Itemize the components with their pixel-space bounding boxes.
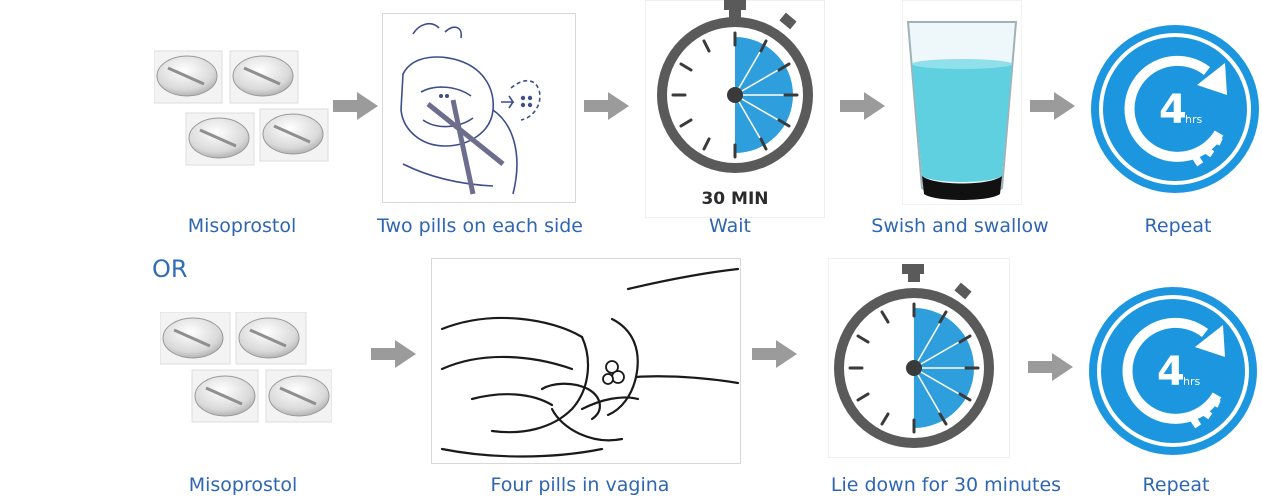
step-caption: Misoprostol <box>168 474 318 496</box>
pills-icon <box>160 312 332 424</box>
arrow-icon <box>371 339 417 369</box>
step-caption: Swish and swallow <box>860 215 1060 237</box>
stopwatch-icon: 30 MIN <box>645 0 825 218</box>
step-caption: Lie down for 30 minutes <box>826 474 1066 496</box>
glass-of-water-icon <box>902 0 1022 205</box>
repeat-unit: hrs <box>1185 113 1202 126</box>
step-caption: Repeat <box>1130 215 1226 237</box>
vaginal-insertion-icon <box>431 258 741 464</box>
arrow-icon <box>584 91 630 121</box>
repeat-4hrs-icon: 4 hrs <box>1089 23 1261 195</box>
repeat-number: 4 <box>1157 349 1185 395</box>
step-caption: Four pills in vagina <box>470 474 690 496</box>
step-caption: Two pills on each side <box>377 215 577 237</box>
arrow-icon <box>1030 91 1076 121</box>
or-label: OR <box>152 255 188 283</box>
repeat-4hrs-icon: 4 hrs <box>1086 285 1260 457</box>
repeat-unit: hrs <box>1183 375 1200 388</box>
mouth-cheek-icon <box>382 13 576 203</box>
arrow-icon <box>333 91 379 121</box>
arrow-icon <box>752 339 798 369</box>
pills-icon <box>154 48 329 166</box>
stopwatch-icon <box>828 258 1010 458</box>
step-caption: Misoprostol <box>167 215 317 237</box>
step-caption: Wait <box>690 215 770 237</box>
timer-label: 30 MIN <box>701 189 768 209</box>
arrow-icon <box>840 91 886 121</box>
step-caption: Repeat <box>1128 474 1224 496</box>
arrow-icon <box>1028 352 1074 382</box>
repeat-number: 4 <box>1159 87 1187 133</box>
